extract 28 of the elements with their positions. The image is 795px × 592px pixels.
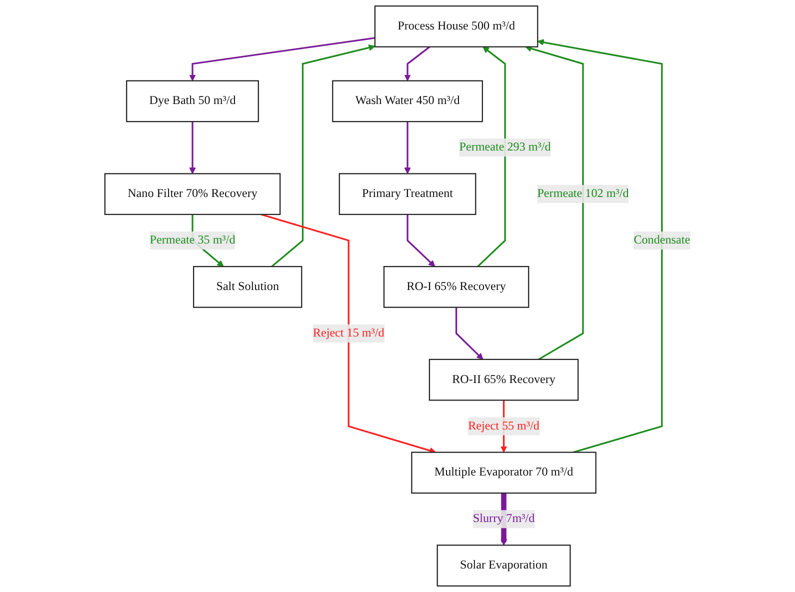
node-box: Dye Bath 50 m³/d [126,80,259,122]
arrow [537,39,663,454]
arrow [406,214,436,267]
arrow [189,37,376,82]
edge-label: Condensate [634,234,690,247]
edge-label: Permeate 102 m³/d [537,187,629,200]
arrow [477,46,506,268]
node-box: Salt Solution [193,266,302,308]
edge-label: Reject 15 m³/d [312,326,384,340]
arrow [271,44,376,268]
node-box: Primary Treatment [338,173,476,216]
node-box: Multiple Evaporator 70 m³/d [411,452,596,494]
arrow [525,45,584,360]
node-box: Nano Filter 70% Recovery [104,173,281,216]
arrow [404,122,411,174]
node-box: Process House 500 m³/d [374,5,538,48]
arrow [260,214,436,454]
node-box: RO-I 65% Recovery [383,266,530,308]
edge-label: Reject 55 m³/d [468,419,540,432]
edge-label: Permeate 293 m³/d [459,140,551,154]
node-box: Solar Evaporation [436,544,571,587]
arrow [455,307,484,360]
edge-label: Permeate 35 m³/d [150,234,236,247]
node-box: RO-II 65% Recovery [428,358,579,401]
arrow [189,122,196,174]
arrow [404,46,430,82]
edge-label: Slurry 7m³/d [472,512,535,526]
node-box: Wash Water 450 m³/d [332,80,483,122]
